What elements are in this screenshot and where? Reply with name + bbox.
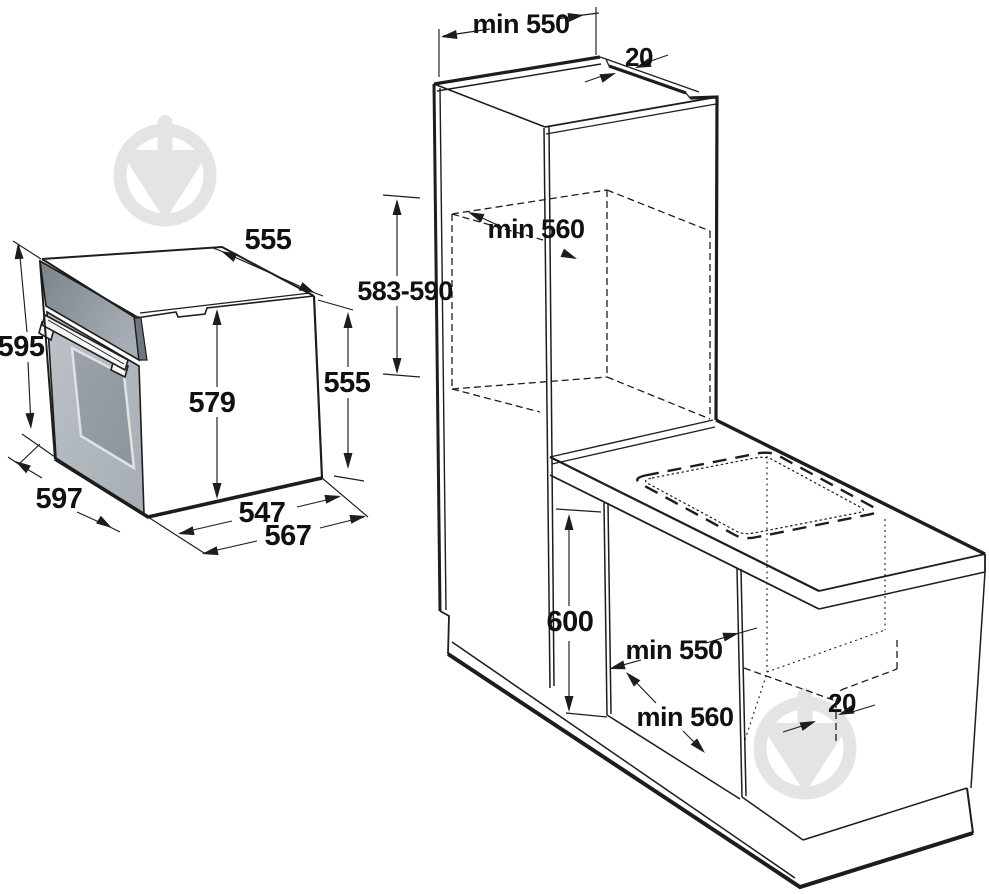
dimension-arrowhead (441, 30, 458, 39)
dimension-arrowhead (178, 526, 195, 536)
dimension-arrowhead (212, 309, 222, 325)
dim-label-oven-front-width: 597 (36, 483, 83, 515)
oven-handle (38, 313, 129, 379)
dim-label-oven-bottom-total-depth: 567 (265, 520, 312, 552)
dimension-arrowhead (560, 248, 577, 259)
dimension-arrowhead (96, 515, 112, 528)
dimension-arrowhead (343, 312, 353, 328)
dim-label-lower-rear-gap: 20 (828, 688, 856, 718)
hob-cutout-projection-lines (744, 456, 886, 741)
dim-label-cabinet-top-rear-gap: 20 (625, 42, 653, 72)
dimension-arrowhead (567, 13, 584, 22)
dim-label-upper-niche-height: 583-590 (357, 276, 453, 306)
dimension-arrowhead (609, 660, 626, 670)
dimension-arrowhead (15, 461, 31, 474)
dim-label-oven-body-height: 579 (189, 387, 236, 419)
dimension-arrowhead (343, 453, 353, 469)
dim-label-lower-niche-width: min 550 (625, 635, 722, 665)
watermark-logo-icon (113, 115, 217, 227)
dimension-arrowhead (599, 73, 616, 83)
dim-label-lower-niche-height: 600 (547, 606, 594, 638)
lower-niche-hidden-lines (743, 636, 898, 744)
dimension-arrowhead (14, 243, 24, 260)
dimension-arrowhead (324, 494, 341, 504)
dimension-arrowhead (221, 251, 238, 262)
dim-label-oven-bottom-depth: 547 (239, 497, 286, 529)
dimension-arrowhead (298, 282, 315, 293)
dimension-arrowhead (799, 721, 816, 731)
dim-label-cabinet-top-min-width: min 550 (472, 9, 569, 39)
dim-label-lower-niche-depth: min 560 (636, 702, 733, 732)
dim-label-oven-front-height: 595 (0, 331, 45, 363)
dim-label-upper-niche-depth: min 560 (487, 214, 584, 244)
dimension-arrowhead (564, 514, 574, 530)
dimension-lines (7, 7, 876, 751)
dim-label-oven-rear-height: 555 (324, 367, 371, 399)
dimension-arrowhead (626, 672, 641, 687)
dimension-arrowhead (635, 58, 652, 68)
oven-isometric-drawing (38, 245, 324, 519)
dimension-arrowhead (722, 632, 739, 642)
upper-niche-hidden-lines (451, 189, 711, 420)
cabinet-installation-drawing (432, 55, 986, 890)
dimension-arrowhead (25, 412, 35, 429)
hob-cutout-outline (636, 451, 878, 540)
dimension-arrowhead (202, 546, 219, 556)
dimension-arrowhead (349, 514, 366, 524)
dimension-arrowhead (212, 483, 222, 499)
dimension-arrowhead (838, 705, 855, 715)
oven-door-window (70, 345, 136, 471)
dimension-arrowhead (468, 212, 485, 223)
arrowheads-layer (14, 13, 855, 753)
dimension-arrowhead (392, 199, 402, 215)
dimension-arrowhead (392, 358, 402, 374)
dim-label-oven-top-depth: 555 (245, 224, 292, 256)
dimension-arrowhead (690, 738, 705, 753)
dimension-arrowhead (564, 696, 574, 712)
